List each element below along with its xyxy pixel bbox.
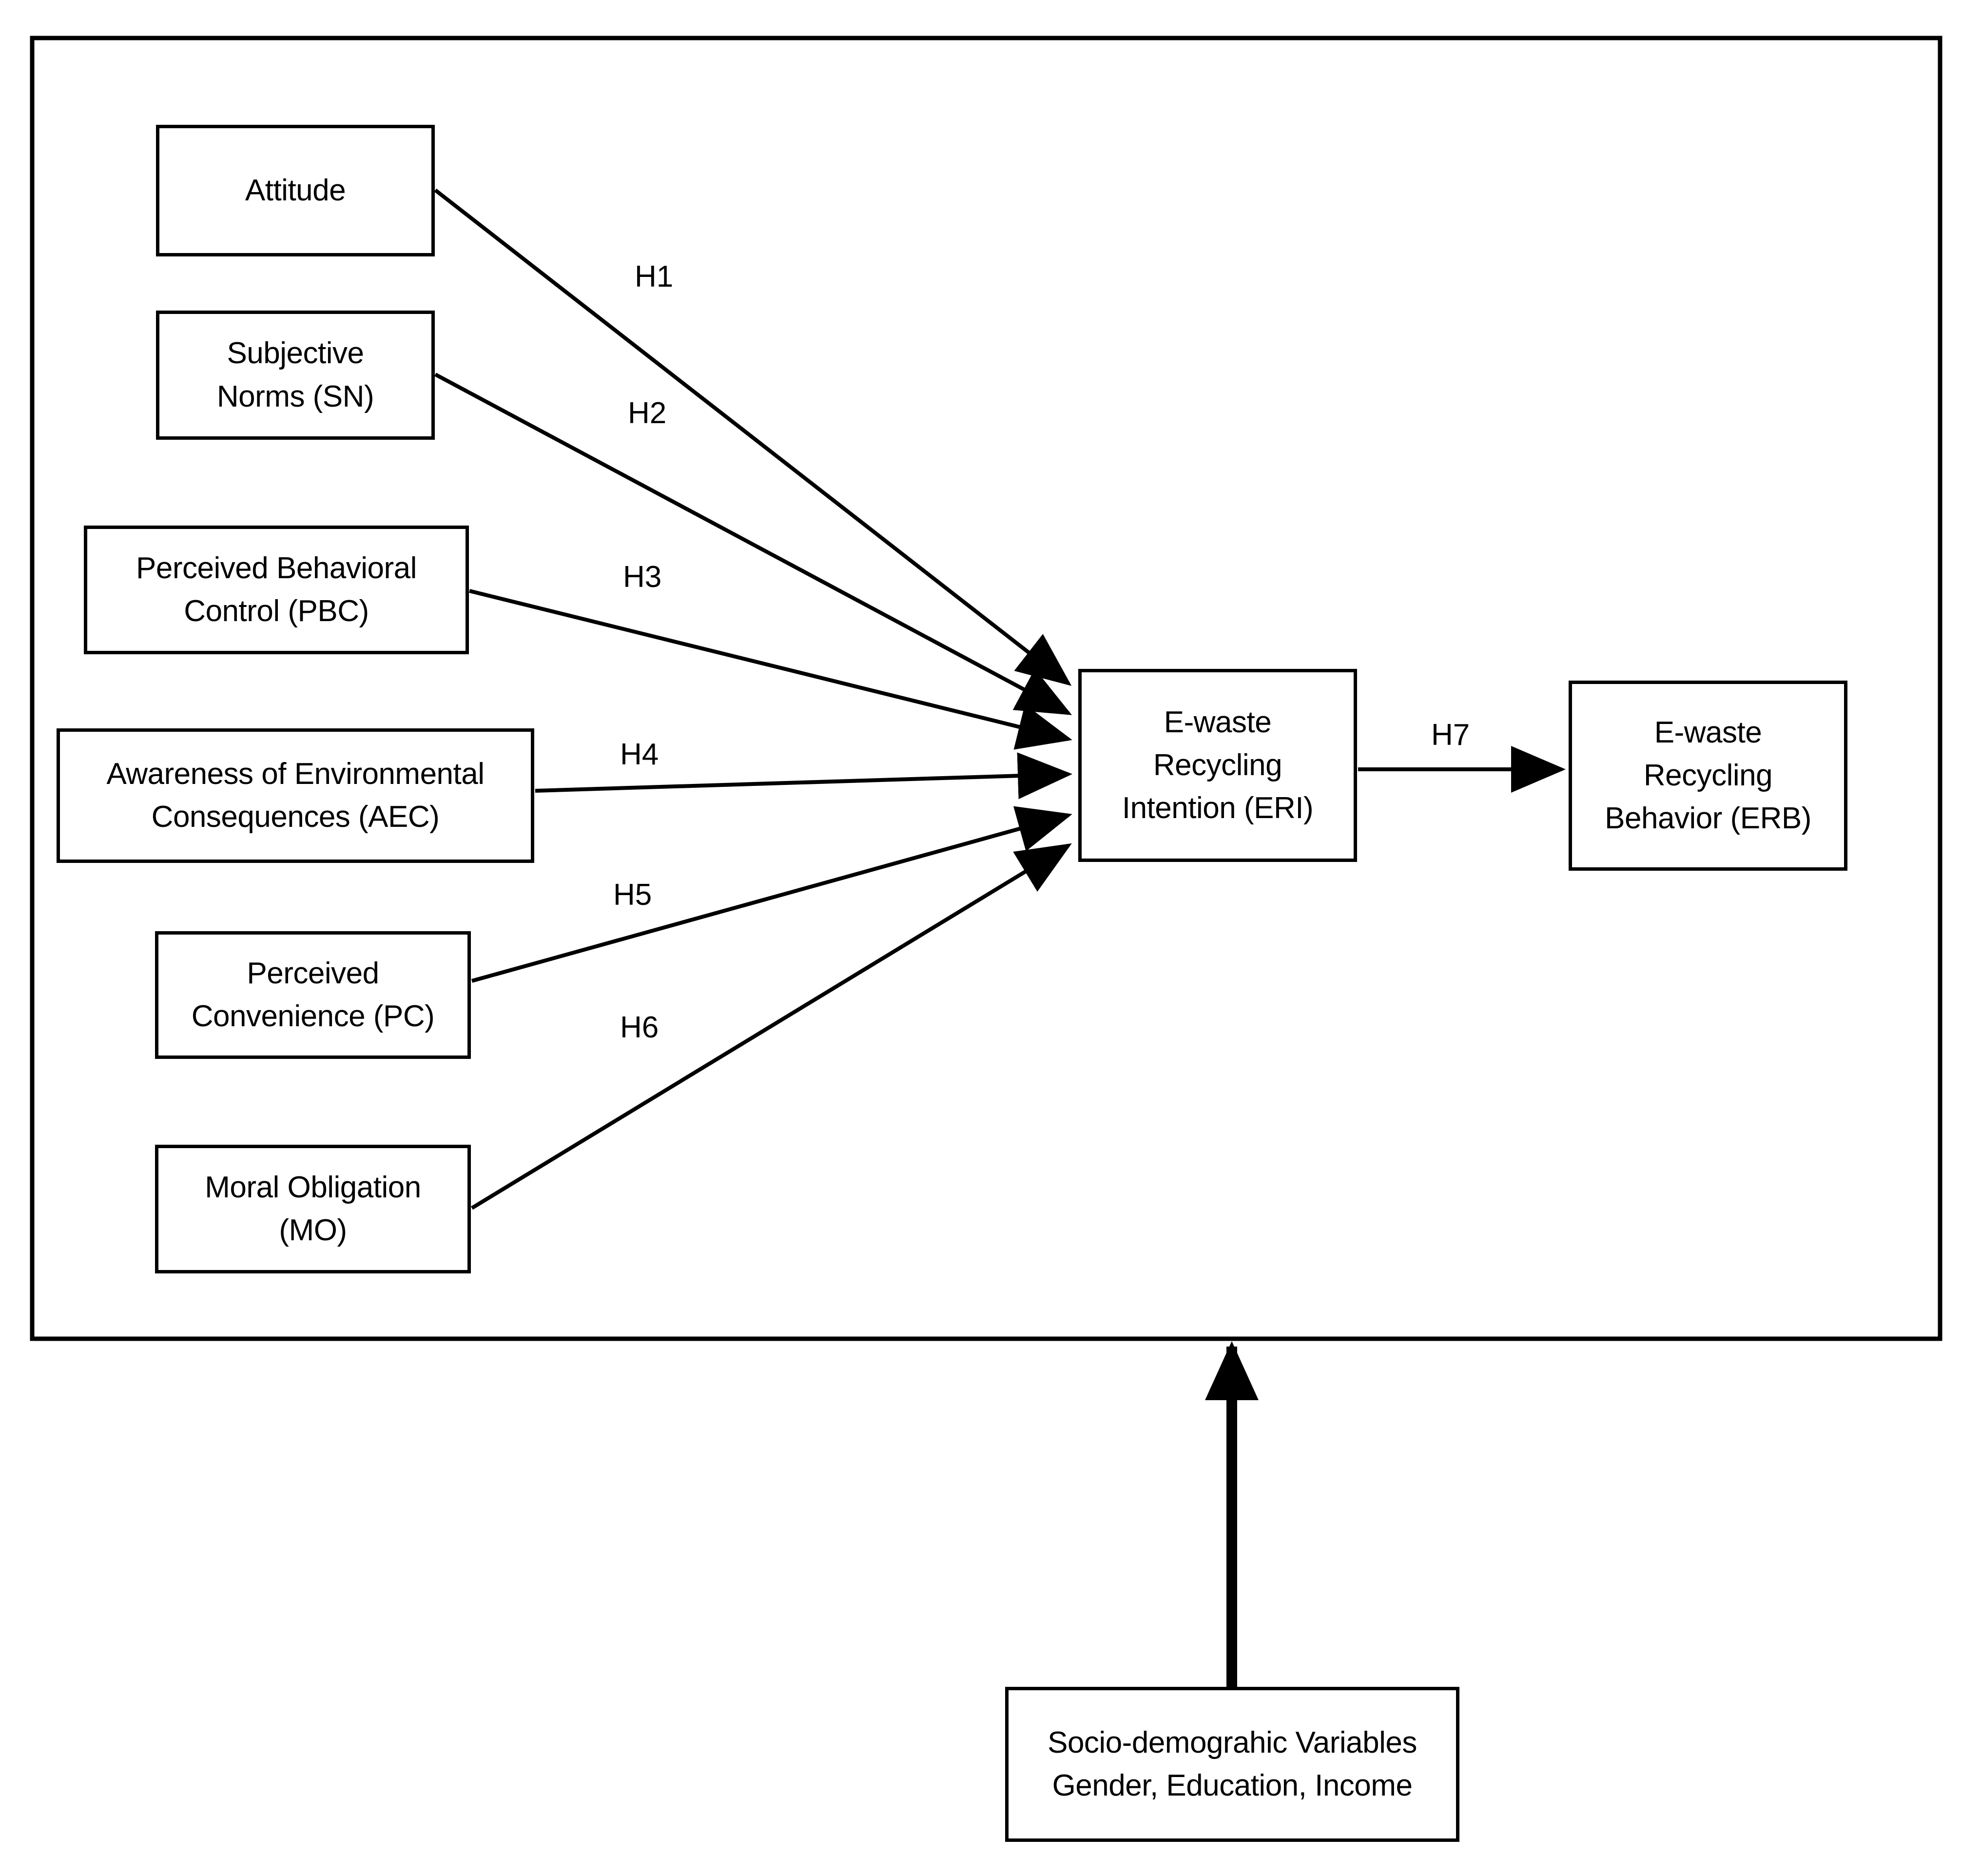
node-perceived-behavioral-control[interactable]: Perceived Behavioral Control (PBC)	[84, 526, 469, 654]
node-ewaste-recycling-intention-label: E-waste Recycling Intention (ERI)	[1122, 705, 1314, 825]
hypothesis-label-h2: H2	[628, 396, 667, 430]
hypothesis-label-h6: H6	[620, 1011, 659, 1044]
node-perceived-behavioral-control-label: Perceived Behavioral Control (PBC)	[136, 551, 417, 628]
hypothesis-label-h3: H3	[623, 560, 662, 594]
node-subjective-norms[interactable]: Subjective Norms (SN)	[156, 311, 435, 440]
node-moral-obligation-label: Moral Obligation (MO)	[205, 1170, 421, 1247]
hypothesis-label-h7: H7	[1431, 718, 1470, 752]
model-boundary-frame	[30, 36, 1942, 1341]
node-ewaste-recycling-behavior-label: E-waste Recycling Behavior (ERB)	[1605, 715, 1811, 836]
node-ewaste-recycling-intention[interactable]: E-waste Recycling Intention (ERI)	[1078, 669, 1357, 862]
arrow-h1	[434, 188, 1072, 686]
node-attitude-label: Attitude	[245, 173, 346, 207]
node-awareness-environmental-consequences-label: Awareness of Environmental Consequences …	[106, 757, 485, 834]
arrow-h5	[471, 806, 1072, 983]
node-subjective-norms-label: Subjective Norms (SN)	[216, 336, 374, 413]
node-perceived-convenience-label: Perceived Convenience (PC)	[191, 956, 435, 1033]
node-socio-demographic-variables[interactable]: Socio-demograhic Variables Gender, Educa…	[1005, 1687, 1459, 1842]
hypothesis-label-h4: H4	[620, 738, 659, 771]
node-socio-demographic-variables-label: Socio-demograhic Variables Gender, Educa…	[1048, 1725, 1417, 1802]
arrow-h2	[434, 372, 1072, 715]
node-ewaste-recycling-behavior[interactable]: E-waste Recycling Behavior (ERB)	[1569, 681, 1847, 871]
arrow-h3	[469, 589, 1072, 750]
hypothesis-label-h5: H5	[613, 878, 652, 912]
node-awareness-environmental-consequences[interactable]: Awareness of Environmental Consequences …	[57, 728, 534, 863]
node-perceived-convenience[interactable]: Perceived Convenience (PC)	[155, 931, 471, 1059]
node-attitude[interactable]: Attitude	[156, 125, 435, 256]
hypothesis-label-h1: H1	[635, 260, 674, 293]
node-moral-obligation[interactable]: Moral Obligation (MO)	[155, 1145, 471, 1273]
arrow-h4	[535, 752, 1072, 800]
arrow-h6	[470, 843, 1072, 1210]
